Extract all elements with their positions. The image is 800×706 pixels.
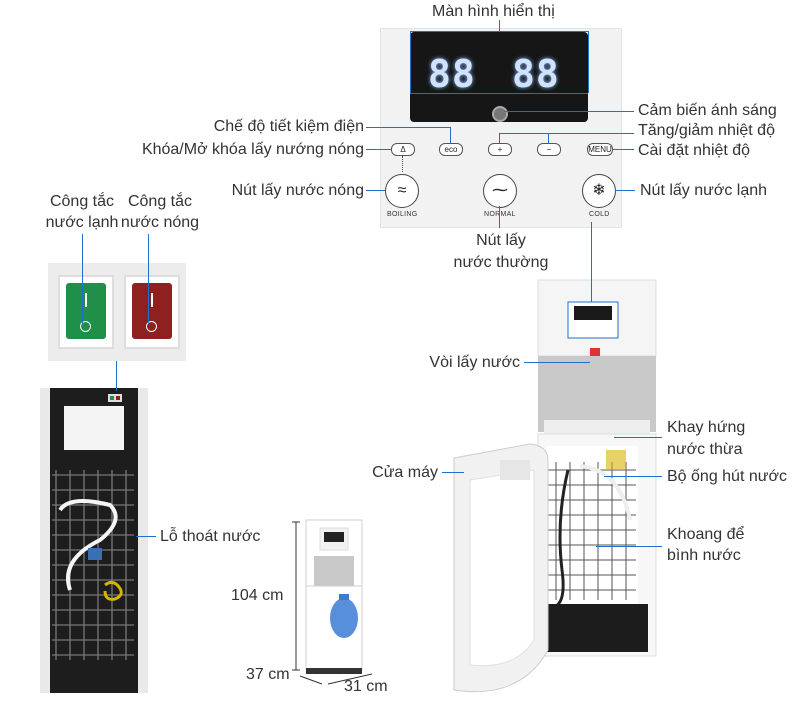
light-sensor-icon: [492, 106, 508, 122]
label-hot-switch-line2: nước nóng: [120, 214, 200, 231]
water-drop-icon[interactable]: ⁓: [483, 174, 517, 208]
power-switches: [48, 263, 186, 361]
label-hot-button: Nút lấy nước nóng: [231, 182, 364, 199]
label-suction-tube: Bộ ống hút nước: [667, 468, 787, 485]
label-light-sensor: Cảm biến ánh sáng: [638, 102, 777, 119]
label-width: 37 cm: [246, 666, 290, 683]
plus-button[interactable]: +: [488, 143, 512, 156]
lock-button[interactable]: Δ: [391, 143, 415, 156]
label-normal-button-line2: nước thường: [453, 254, 549, 271]
label-drip-tray-line2: nước thừa: [667, 441, 743, 458]
label-cold-button: Nút lấy nước lạnh: [640, 182, 768, 199]
cold-switch[interactable]: [58, 275, 114, 349]
front-view-open: [453, 279, 657, 693]
label-height: 104 cm: [231, 587, 284, 604]
label-temp-setting: Cài đặt nhiệt độ: [638, 142, 751, 159]
label-bottle-bay-line2: bình nước: [667, 547, 741, 564]
label-temp-adjust: Tăng/giảm nhiệt độ: [638, 122, 775, 139]
label-drip-tray-line1: Khay hứng: [667, 419, 746, 436]
back-view: [40, 388, 148, 693]
label-cold-switch-line1: Công tắc: [49, 193, 115, 210]
label-bottle-bay-line1: Khoang để: [667, 526, 745, 543]
front-view-small: [305, 519, 363, 674]
dimension-lines: [292, 521, 373, 685]
label-display: Màn hình hiển thị: [432, 3, 555, 20]
label-eco-mode: Chế độ tiết kiệm điện: [213, 118, 364, 135]
label-depth: 31 cm: [344, 678, 388, 695]
menu-button[interactable]: MENU: [587, 143, 613, 156]
heat-waves-icon[interactable]: ≈: [385, 174, 419, 208]
display-digits-right: 88: [512, 52, 560, 96]
label-faucet: Vòi lấy nước: [429, 354, 520, 371]
minus-button[interactable]: −: [537, 143, 561, 156]
label-cold-switch-line2: nước lạnh: [45, 214, 119, 231]
eco-button[interactable]: eco: [439, 143, 463, 156]
boiling-caption: BOILING: [387, 211, 418, 218]
label-hot-switch-line1: Công tắc: [127, 193, 193, 210]
snowflake-icon[interactable]: ❄: [582, 174, 616, 208]
label-hot-lock: Khóa/Mở khóa lấy nướng nóng: [141, 141, 364, 158]
cold-caption: COLD: [589, 211, 610, 218]
label-normal-button-line1: Nút lấy: [476, 232, 526, 249]
label-door: Cửa máy: [372, 464, 438, 481]
label-drain: Lỗ thoát nước: [160, 528, 261, 545]
display-digits-left: 88: [428, 52, 476, 96]
hot-switch[interactable]: [124, 275, 180, 349]
